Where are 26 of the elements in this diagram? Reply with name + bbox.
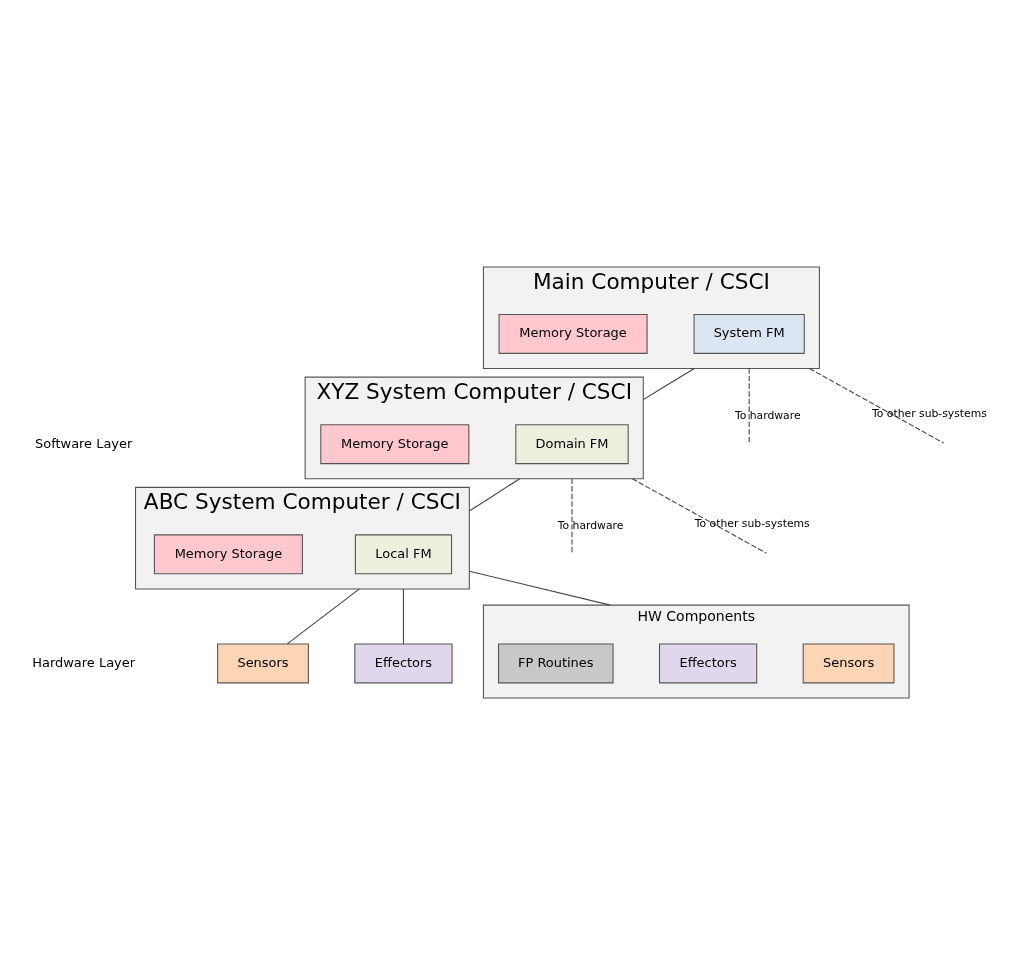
node-box: System FM (693, 313, 805, 354)
node-box: Memory Storage (153, 534, 303, 575)
connector (468, 478, 521, 512)
connector (631, 478, 767, 554)
edge-label: To hardware (557, 519, 624, 533)
node-box: Memory Storage (498, 313, 648, 354)
node-box: Memory Storage (320, 424, 470, 465)
edge-label: To other sub-systems (872, 406, 987, 420)
connector (468, 570, 611, 606)
node-box: Domain FM (515, 424, 629, 465)
node-box: Sensors (802, 643, 895, 684)
node-box: Sensors (217, 643, 309, 684)
connector (748, 367, 750, 444)
label: Hardware Layer (32, 654, 136, 670)
edge-label: To other sub-systems (694, 516, 810, 530)
node-box: Effectors (354, 643, 453, 684)
connector (808, 367, 945, 444)
node-box: Local FM (354, 534, 453, 575)
label: Software Layer (34, 435, 133, 451)
connector (402, 588, 404, 645)
edge-label: To hardware (734, 409, 801, 423)
node-box: FP Routines (497, 643, 614, 684)
node-box: Effectors (658, 643, 758, 684)
connector (286, 588, 361, 645)
connector (642, 367, 695, 401)
connector (571, 478, 573, 554)
